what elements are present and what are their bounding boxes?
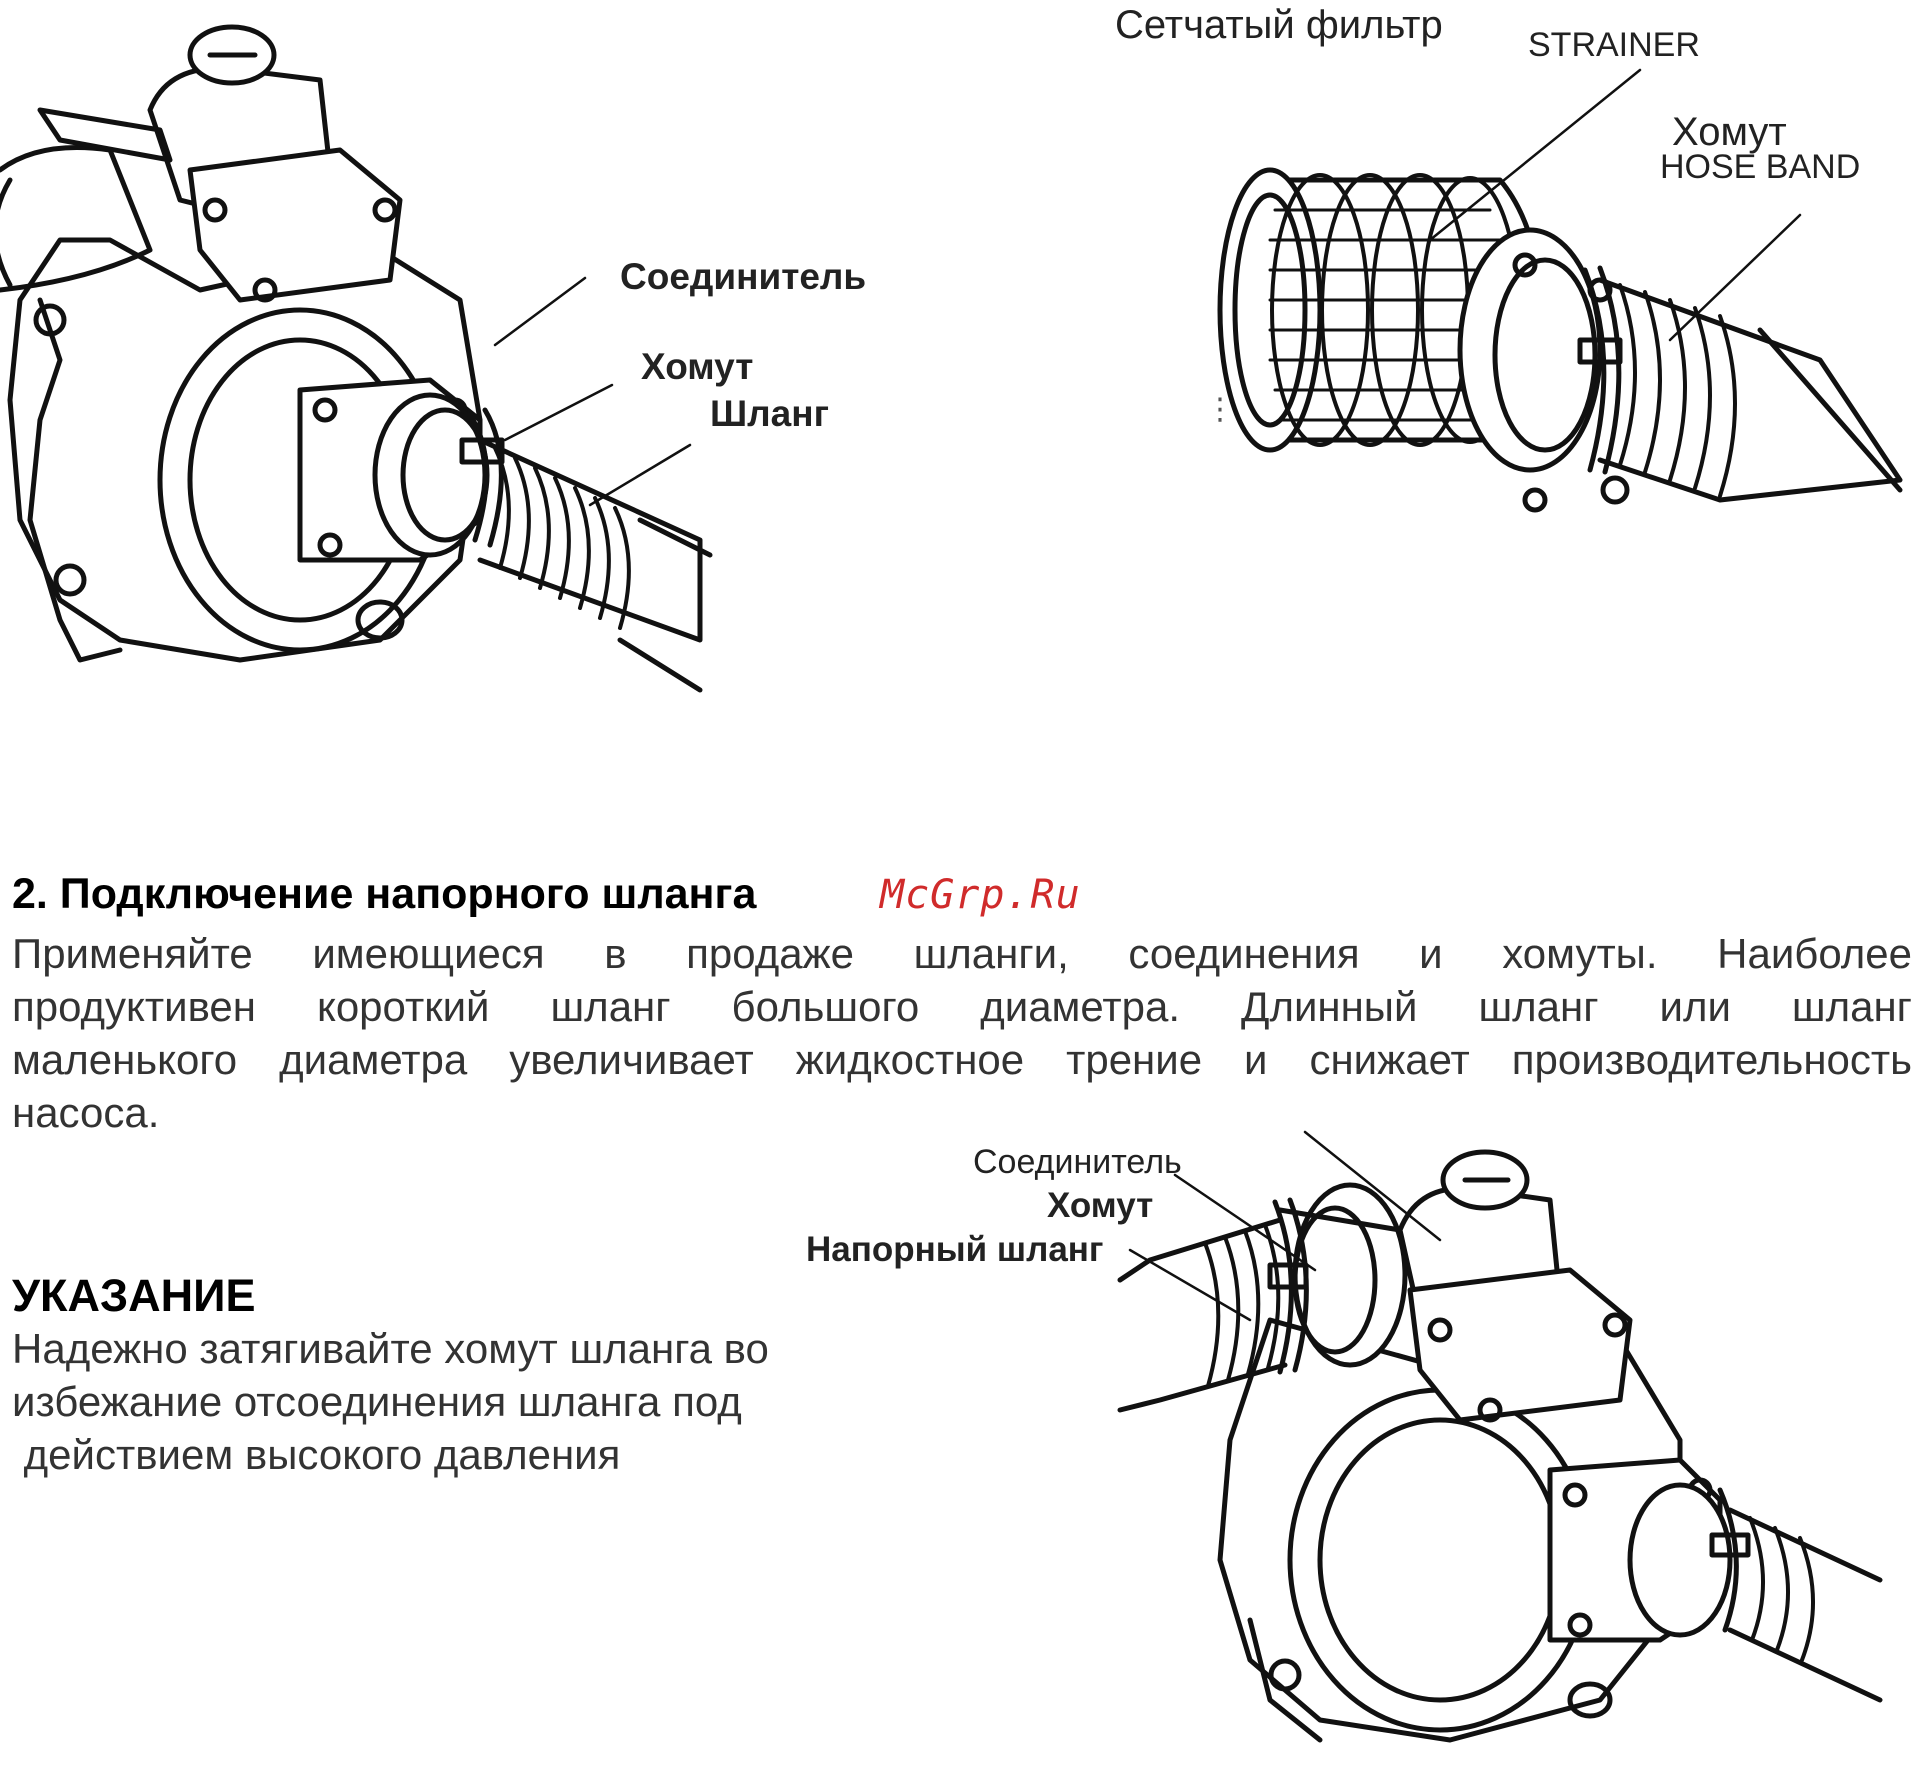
paragraph-line: маленького диаметра увеличивает жидкостн…: [12, 1036, 1912, 1083]
label-hose-top: Шланг: [710, 393, 830, 434]
label-band-en: HOSE BAND: [1660, 148, 1861, 186]
section-heading: 2. Подключение напорного шланга: [12, 870, 757, 918]
label-band-top: Хомут: [641, 346, 754, 387]
note-line: действием высокого давления: [12, 1431, 621, 1478]
dots-mark: ⋮: [1205, 393, 1235, 426]
note-line: Надежно затягивайте хомут шланга во: [12, 1325, 769, 1372]
label-strainer-en: STRAINER: [1528, 26, 1700, 64]
pump-hose-illustration: [0, 24, 713, 693]
note-line: избежание отсоединения шланга под: [12, 1378, 742, 1425]
label-band-bottom: Хомут: [1047, 1186, 1154, 1225]
note-title: УКАЗАНИЕ: [12, 1270, 256, 1321]
label-connector-bottom: Соединитель: [973, 1143, 1182, 1181]
discharge-hose-illustration: [1117, 1130, 1883, 1743]
label-band-ru: Хомут: [1672, 110, 1787, 154]
paragraph-line: насоса.: [12, 1089, 160, 1136]
label-discharge-hose: Напорный шланг: [806, 1230, 1104, 1269]
strainer-illustration: [1217, 68, 1903, 513]
watermark: McGrp.Ru: [880, 872, 1081, 918]
paragraph-line: Применяйте имеющиеся в продаже шланги, с…: [12, 930, 1912, 977]
label-strainer-ru: Сетчатый фильтр: [1115, 3, 1443, 47]
paragraph-line: продуктивен короткий шланг большого диам…: [12, 983, 1912, 1030]
label-connector-top: Соединитель: [620, 256, 867, 297]
